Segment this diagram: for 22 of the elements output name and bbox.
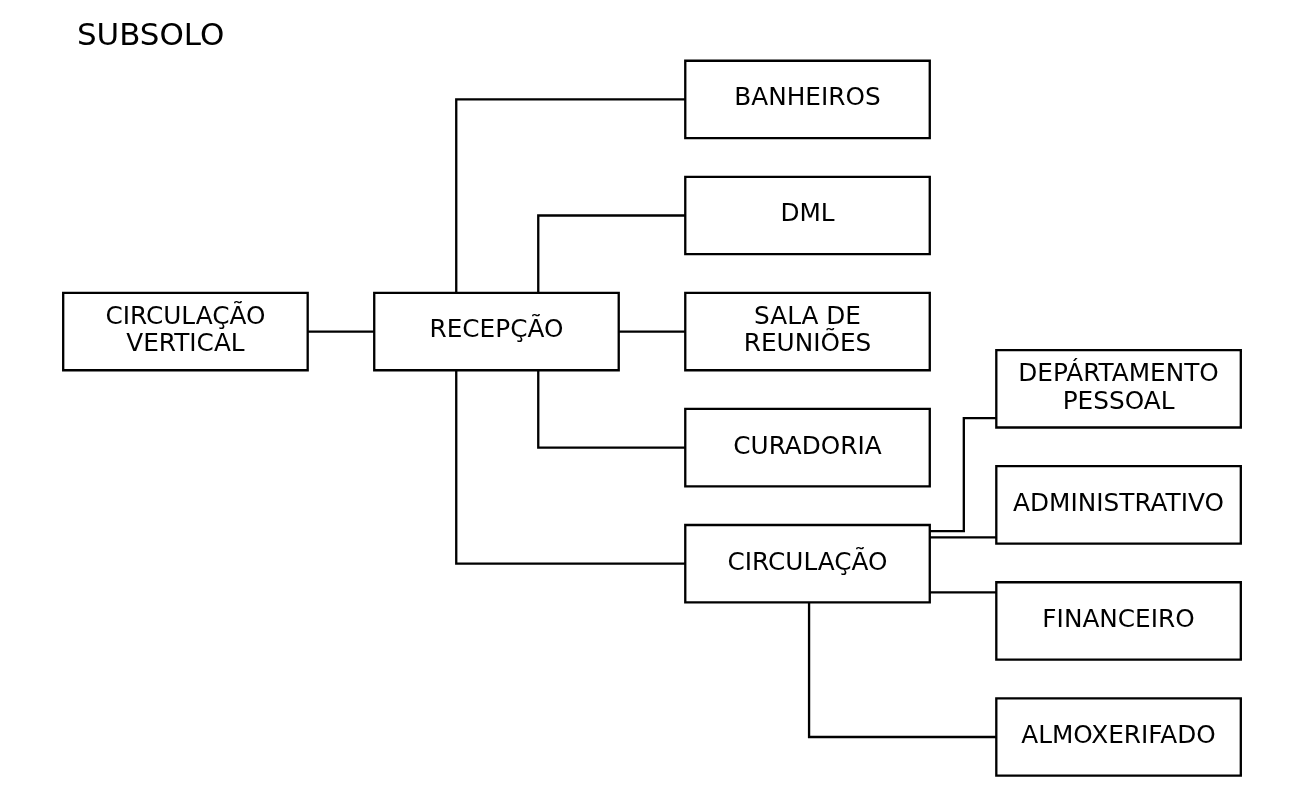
connector [454,370,685,565]
connector [536,214,685,293]
node-box: DEPÁRTAMENTO PESSOAL [994,348,1242,429]
node-box: CIRCULAÇÃO [683,523,931,604]
node-box: ADMINISTRATIVO [994,465,1242,545]
connector [454,98,685,293]
node-box: SALA DE REUNIÕES [683,291,931,372]
node-box: CURADORIA [683,407,931,488]
node-box: DML [683,175,931,256]
node-box: CIRCULAÇÃO VERTICAL [61,291,309,372]
connector [536,370,685,449]
node-box: ALMOXERIFADO [994,697,1242,777]
connector [807,602,996,739]
node-box: RECEPÇÃO [372,291,620,372]
connector [929,417,996,533]
connector [929,536,996,539]
connector [929,591,996,594]
connector [618,330,685,333]
connector [307,330,374,333]
diagram-title: SUBSOLO [76,16,224,53]
node-box: BANHEIROS [683,59,931,140]
node-box: FINANCEIRO [994,581,1242,661]
